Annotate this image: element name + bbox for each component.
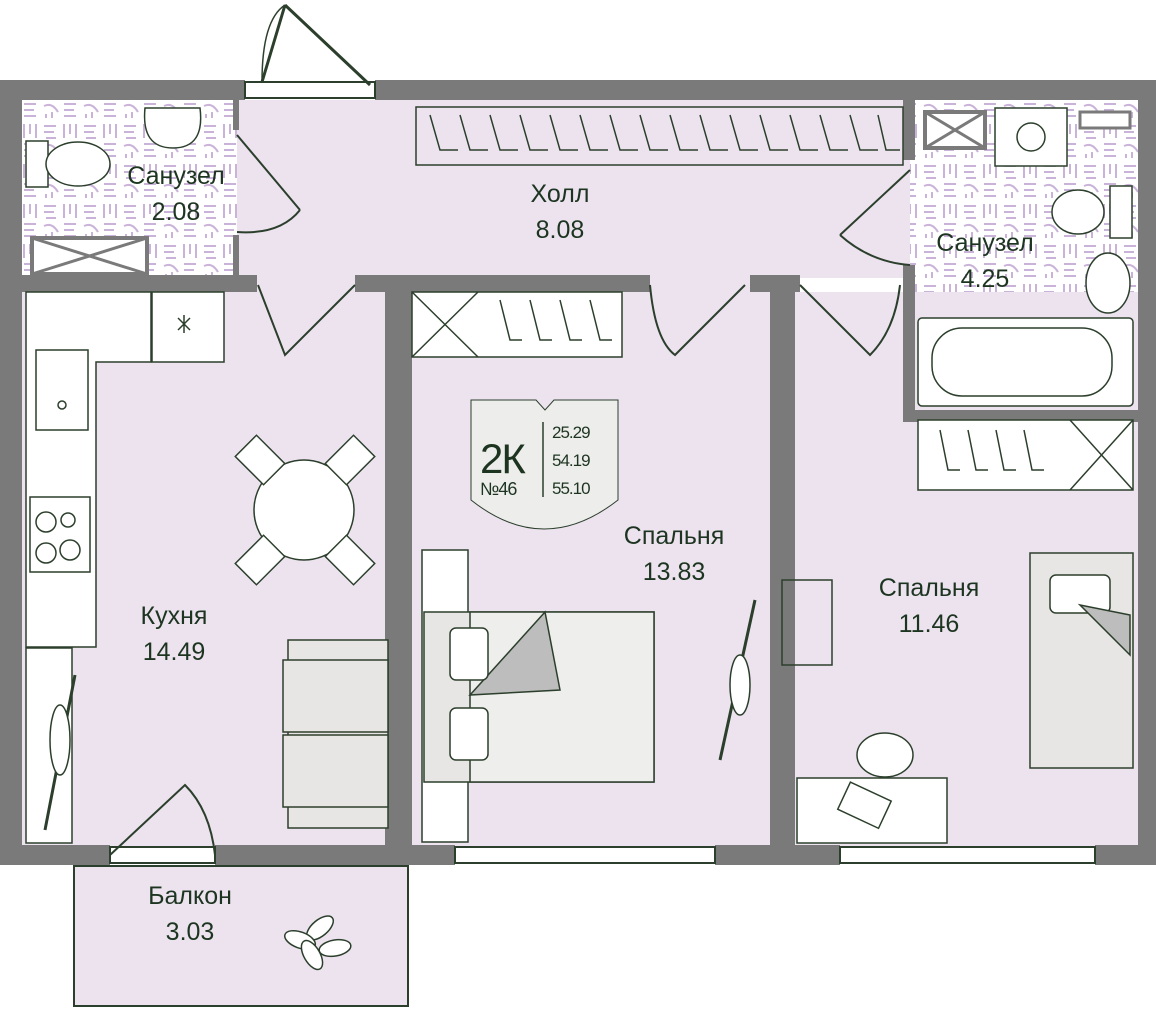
room-label-hall: Холл 8.08	[531, 176, 590, 248]
room-label-balcony: Балкон 3.03	[148, 878, 232, 950]
total-area-with-balcony: 55.10	[552, 479, 591, 498]
room-name: Холл	[530, 180, 590, 208]
room-name: Кухня	[140, 602, 208, 630]
apartment-badge-shape	[470, 399, 619, 530]
room-name: Санузел	[936, 229, 1034, 257]
windows	[109, 81, 1096, 864]
living-area: 25.29	[552, 423, 591, 442]
room-name: Спальня	[623, 522, 725, 550]
room-name: Балкон	[148, 882, 232, 910]
room-label-wc2: Санузел 4.25	[936, 225, 1033, 297]
total-area: 54.19	[552, 451, 591, 470]
balcony-floor	[73, 865, 409, 1007]
apartment-number: №46	[480, 479, 517, 499]
room-name: Санузел	[127, 162, 225, 190]
furniture	[25, 106, 1134, 971]
room-label-wc1: Санузел 2.08	[127, 158, 224, 230]
room-area: 13.83	[642, 558, 706, 586]
room-area: 2.08	[151, 198, 201, 226]
apartment-badge: 2К №46 25.29 54.19 55.10	[470, 399, 618, 525]
room-label-bedroom2: Спальня 11.46	[879, 570, 979, 642]
doors	[109, 3, 911, 856]
room-label-kitchen: Кухня 14.49	[141, 598, 208, 670]
hall-passage	[255, 275, 355, 295]
walls	[0, 80, 1156, 865]
room-area: 11.46	[898, 610, 960, 638]
room-area: 3.03	[165, 918, 215, 946]
apartment-type: 2К	[480, 435, 526, 482]
room-area: 8.08	[535, 216, 585, 244]
room-label-bedroom1: Спальня 13.83	[624, 518, 724, 590]
room-area: 4.25	[960, 265, 1010, 293]
room-area: 14.49	[142, 638, 206, 666]
apartment-areas: 25.29 54.19 55.10	[552, 419, 591, 503]
room-name: Спальня	[878, 574, 980, 602]
